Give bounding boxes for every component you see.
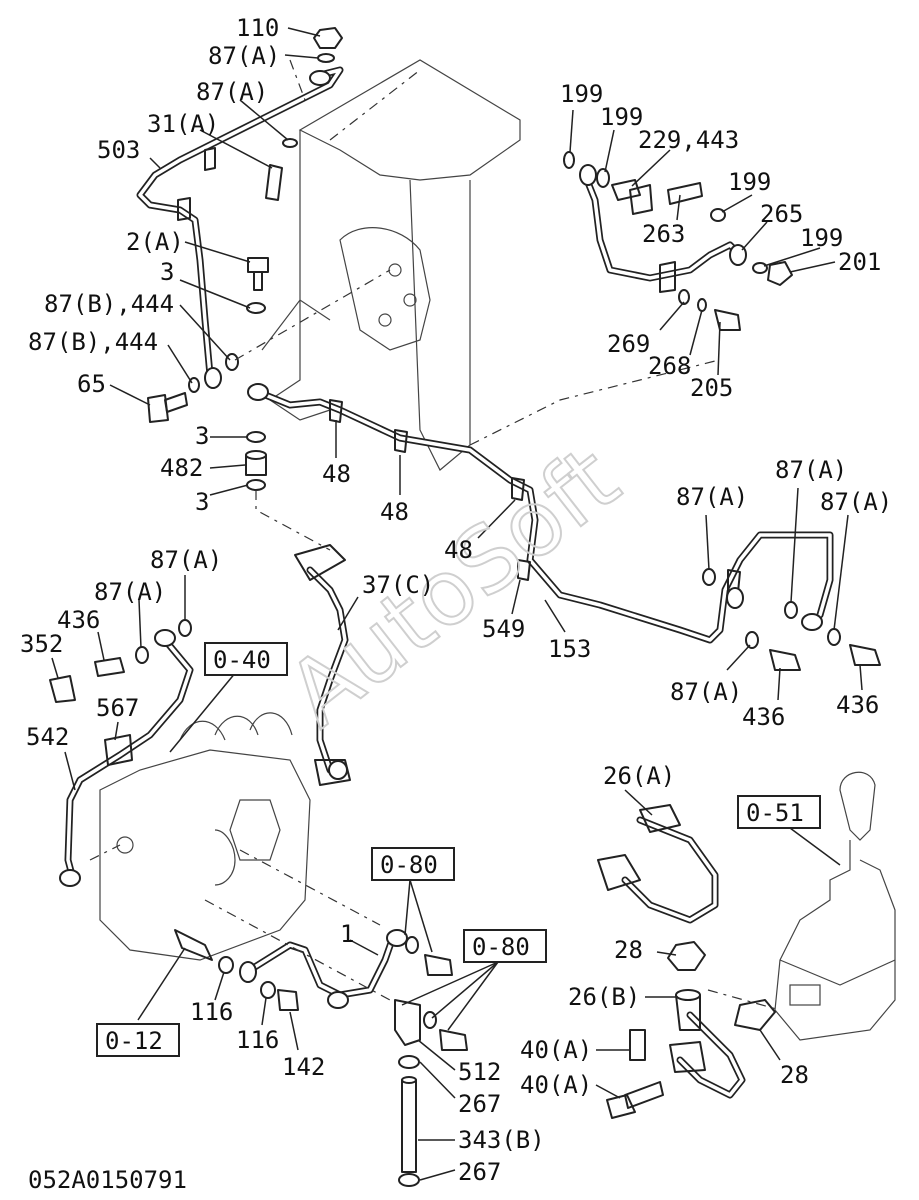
center-lines xyxy=(89,59,781,1011)
callout-label: 199 xyxy=(560,80,603,108)
callout-label: 482 xyxy=(160,454,203,482)
reference-box-label: 0-51 xyxy=(746,799,804,827)
callout-labels: 110 87(A) 87(A) 31(A) 503 2(A) 3 87(B),4… xyxy=(20,14,892,1186)
callout-label: 567 xyxy=(96,694,139,722)
callout-label: 267 xyxy=(458,1090,501,1118)
filter-housing-outline xyxy=(774,771,896,1041)
pipe-542 xyxy=(59,629,194,887)
callout-label: 267 xyxy=(458,1158,501,1186)
reference-box-label: 0-80 xyxy=(472,933,530,961)
callout-label: 3 xyxy=(195,488,209,516)
callout-label: 436 xyxy=(57,606,100,634)
pipe-37c xyxy=(294,544,351,786)
callout-label: 87(A) xyxy=(94,578,166,606)
callout-label: 199 xyxy=(728,168,771,196)
callout-label: 87(A) xyxy=(670,678,742,706)
callout-label: 153 xyxy=(548,635,591,663)
callout-label: 436 xyxy=(742,703,785,731)
reference-box-label: 0-80 xyxy=(380,851,438,879)
callout-label: 1 xyxy=(340,920,354,948)
callout-label: 87(A) xyxy=(676,483,748,511)
callout-label: 28 xyxy=(614,936,643,964)
leader-lines xyxy=(51,27,863,1181)
callout-label: 116 xyxy=(190,998,233,1026)
callout-label: 87(A) xyxy=(150,546,222,574)
callout-label: 512 xyxy=(458,1058,501,1086)
callout-label: 229,443 xyxy=(638,126,739,154)
reference-box-0-40[interactable]: 0-40 xyxy=(204,642,288,676)
callout-label: 503 xyxy=(97,136,140,164)
callout-label: 48 xyxy=(380,498,409,526)
callout-label: 87(A) xyxy=(775,456,847,484)
reference-box-0-80-lower[interactable]: 0-80 xyxy=(463,929,547,963)
callout-label: 40(A) xyxy=(520,1036,592,1064)
pipe-26a xyxy=(597,804,719,924)
callout-label: 31(A) xyxy=(147,110,219,138)
callout-label: 352 xyxy=(20,630,63,658)
callout-label: 205 xyxy=(690,374,733,402)
fasteners xyxy=(49,27,881,1119)
callout-label: 263 xyxy=(642,220,685,248)
callout-label: 87(A) xyxy=(196,78,268,106)
callout-label: 26(A) xyxy=(603,762,675,790)
callout-label: 28 xyxy=(780,1061,809,1089)
callout-label: 87(B),444 xyxy=(44,290,174,318)
pipe-48-main xyxy=(247,383,834,644)
pipe-top-right xyxy=(579,164,747,293)
injection-pump-outline xyxy=(99,712,311,961)
pipe-26b xyxy=(669,989,746,1099)
callout-label: 87(A) xyxy=(208,42,280,70)
callout-label: 26(B) xyxy=(568,983,640,1011)
callout-label: 2(A) xyxy=(126,228,184,256)
callout-label: 269 xyxy=(607,330,650,358)
callout-label: 87(A) xyxy=(820,488,892,516)
callout-label: 48 xyxy=(322,460,351,488)
callout-label: 3 xyxy=(160,258,174,286)
pipe-503 xyxy=(136,66,344,389)
engine-block-outline xyxy=(261,59,720,471)
callout-label: 343(B) xyxy=(458,1126,545,1154)
callout-label: 542 xyxy=(26,723,69,751)
callout-label: 87(B),444 xyxy=(28,328,158,356)
reference-box-label: 0-40 xyxy=(213,646,271,674)
callout-label: 142 xyxy=(282,1053,325,1081)
callout-label: 37(C) xyxy=(362,571,434,599)
callout-label: 549 xyxy=(482,615,525,643)
callout-label: 265 xyxy=(760,200,803,228)
callout-label: 110 xyxy=(236,14,279,42)
hose-343b xyxy=(394,999,421,1187)
reference-box-0-12[interactable]: 0-12 xyxy=(96,1023,180,1057)
callout-label: 199 xyxy=(600,103,643,131)
reference-box-0-51[interactable]: 0-51 xyxy=(737,795,821,829)
reference-box-0-80-upper[interactable]: 0-80 xyxy=(371,847,455,881)
callout-label: 48 xyxy=(444,536,473,564)
callout-label: 65 xyxy=(77,370,106,398)
callout-label: 116 xyxy=(236,1026,279,1054)
drawing-number: 052A0150791 xyxy=(28,1166,187,1194)
callout-label: 436 xyxy=(836,691,879,719)
callout-label: 201 xyxy=(838,248,881,276)
callout-label: 199 xyxy=(800,224,843,252)
callout-label: 40(A) xyxy=(520,1071,592,1099)
pipe-1 xyxy=(239,929,408,1009)
reference-box-label: 0-12 xyxy=(105,1027,163,1055)
callout-label: 3 xyxy=(195,422,209,450)
callout-label: 268 xyxy=(648,352,691,380)
